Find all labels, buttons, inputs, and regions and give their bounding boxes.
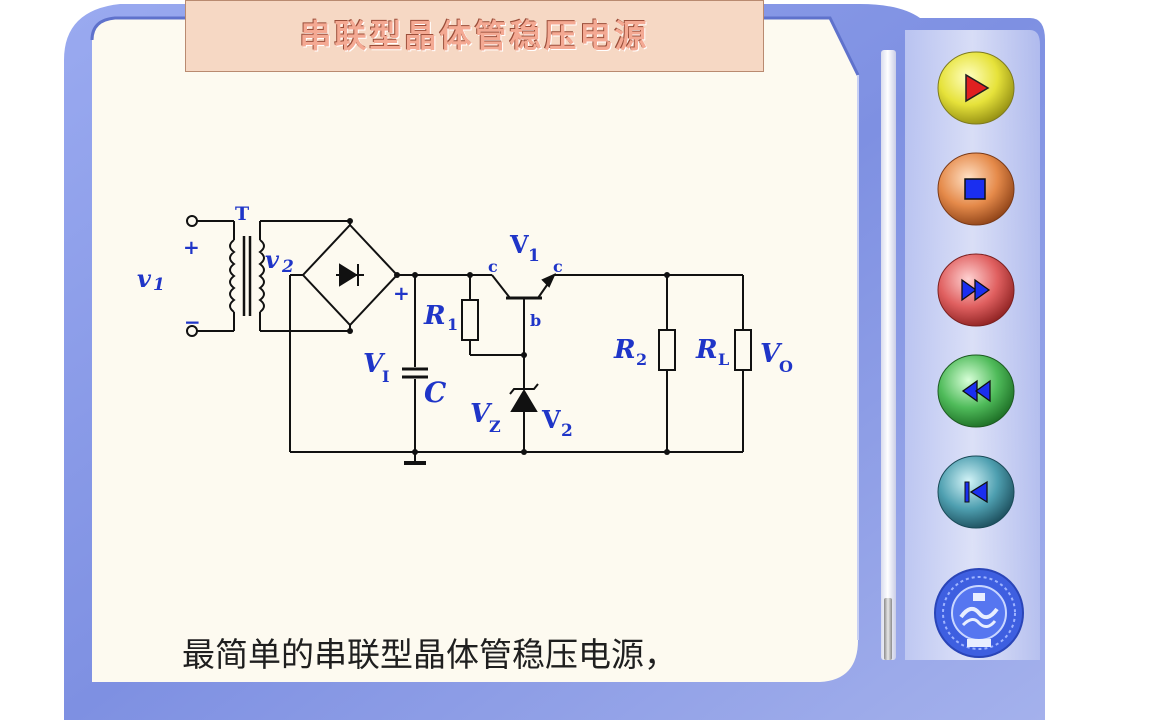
collector-left-label: c <box>488 257 498 276</box>
transistor-label: V <box>509 230 529 259</box>
input-plus-label: + <box>183 235 200 259</box>
input-minus-label: − <box>184 310 201 334</box>
scrollbar-thumb[interactable] <box>884 598 892 660</box>
skip-to-start-button[interactable] <box>936 454 1016 530</box>
play-button[interactable] <box>936 50 1016 126</box>
vertical-scrollbar[interactable] <box>881 50 896 660</box>
v1-label: v <box>137 264 152 293</box>
zener-diode <box>510 389 538 412</box>
r1-label: R <box>423 301 446 331</box>
stop-button[interactable] <box>936 151 1016 227</box>
transistor-subscript: 1 <box>528 246 540 266</box>
vi-label: V <box>363 349 386 379</box>
v2-label: v <box>265 245 280 274</box>
output-plus-label: + <box>393 281 410 305</box>
transformer-primary <box>229 239 236 313</box>
base-label: b <box>530 311 541 330</box>
r2-label: R <box>613 335 636 365</box>
caption-text: 最简单的串联型晶体管稳压电源， <box>182 635 677 674</box>
vo-subscript: O <box>779 357 793 376</box>
transformer-secondary <box>258 239 265 313</box>
rl-subscript: L <box>718 350 729 369</box>
vz-subscript: Z <box>489 417 501 436</box>
rewind-button[interactable] <box>936 353 1016 429</box>
fast-forward-icon <box>961 278 991 302</box>
fast-forward-button[interactable] <box>936 252 1016 328</box>
zener-subscript: 2 <box>561 421 573 441</box>
v2-subscript: 2 <box>281 257 294 277</box>
vi-subscript: I <box>382 367 389 386</box>
skip-to-start-icon <box>964 480 988 504</box>
collector-right-label: c <box>553 257 563 276</box>
transformer-label: T <box>235 203 249 225</box>
r1-subscript: 1 <box>447 315 458 334</box>
rl-label: R <box>695 335 718 365</box>
v1-subscript: 1 <box>153 275 165 295</box>
capacitor-label: C <box>424 376 447 409</box>
rl-resistor <box>734 329 752 371</box>
r1-resistor <box>461 299 479 341</box>
vo-label: V <box>760 339 783 369</box>
page-title: 串联型晶体管稳压电源 <box>299 17 650 55</box>
title-banner: 串联型晶体管稳压电源 <box>185 0 764 72</box>
rewind-icon <box>961 379 991 403</box>
school-logo <box>934 568 1024 658</box>
zener-label: V <box>541 405 561 434</box>
play-icon <box>965 73 990 103</box>
stop-icon <box>964 178 986 200</box>
input-terminal-top <box>186 215 198 227</box>
vz-label: V <box>470 399 493 429</box>
r2-subscript: 2 <box>636 350 647 369</box>
r2-resistor <box>658 329 676 371</box>
